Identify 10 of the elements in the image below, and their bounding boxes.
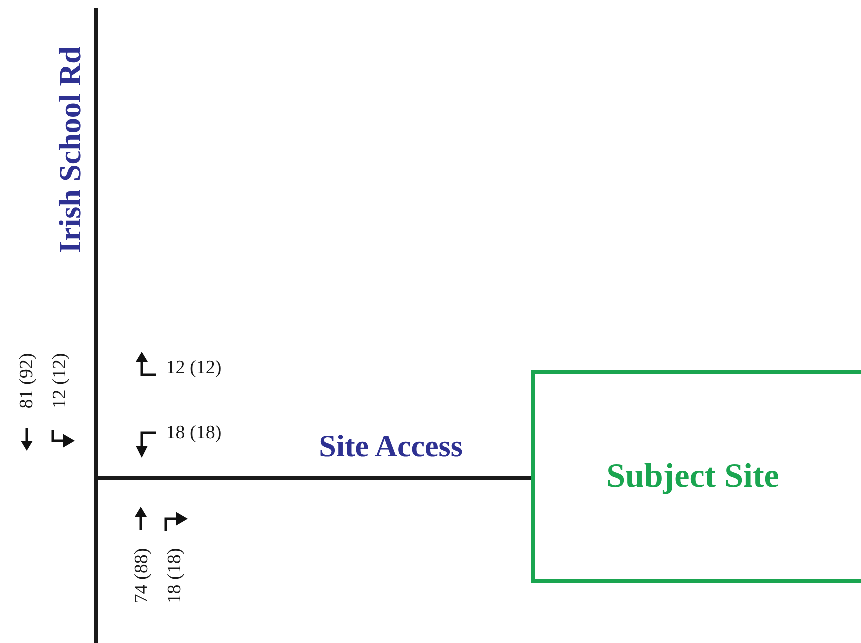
- traffic-volume: 18 (18): [166, 548, 184, 604]
- traffic-volume: 74 (88): [132, 548, 152, 604]
- traffic-volume: 81 (92): [18, 353, 36, 409]
- road-name: Site Access: [319, 430, 463, 462]
- traffic-volume: 18 (18): [166, 424, 222, 442]
- site-box: [531, 370, 861, 583]
- traffic-volume: 12 (12): [166, 358, 222, 378]
- traffic-volume: 12 (12): [50, 353, 70, 409]
- road-name: Irish School Rd: [54, 46, 86, 254]
- site-label: Subject Site: [606, 457, 780, 497]
